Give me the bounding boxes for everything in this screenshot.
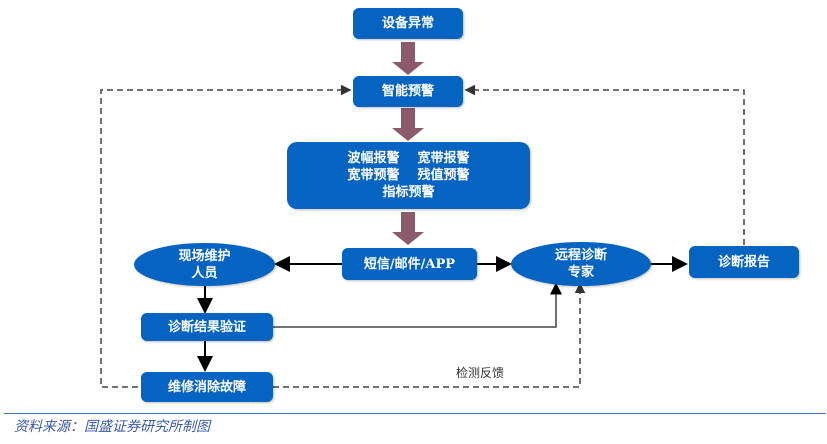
big-arrow-1 [392, 42, 424, 75]
arrow-feedback-to-remote [273, 282, 586, 388]
node-onsite-staff-line1: 现场维护 [178, 248, 231, 264]
node-notify: 短信/邮件/APP [342, 248, 477, 280]
node-smart-warning-label: 智能预警 [381, 84, 434, 99]
node-repair-fault: 维修消除故障 [141, 372, 273, 402]
loop-report-to-warning [464, 84, 745, 245]
source-divider [4, 413, 826, 414]
loop-repair-to-warning [100, 84, 352, 388]
source-note: 资料来源：国盛证券研究所制图 [14, 419, 210, 435]
node-remote-expert-line1: 远程诊断 [554, 248, 607, 263]
node-diagnosis-report-label: 诊断报告 [717, 254, 770, 270]
arrow-verify-to-remote [273, 282, 562, 328]
node-verify-result-label: 诊断结果验证 [167, 319, 246, 335]
node-smart-warning: 智能预警 [353, 76, 463, 107]
node-verify-result: 诊断结果验证 [141, 313, 273, 341]
big-arrow-3 [392, 212, 424, 245]
node-warning-types: 波幅报警 宽带报警 宽带预警 残值预警 指标预警 [287, 142, 530, 209]
node-notify-label: 短信/邮件/APP [363, 256, 456, 272]
warning-types-line1: 波幅报警 宽带报警 [347, 151, 470, 166]
big-arrow-2 [392, 108, 424, 141]
node-remote-expert: 远程诊断 专家 [511, 242, 651, 286]
node-onsite-staff-line2: 人员 [191, 265, 218, 281]
node-onsite-staff: 现场维护 人员 [134, 243, 275, 286]
node-device-abnormal: 设备异常 [353, 8, 463, 39]
node-repair-fault-label: 维修消除故障 [167, 379, 246, 395]
node-remote-expert-line2: 专家 [567, 265, 594, 280]
node-device-abnormal-label: 设备异常 [381, 16, 434, 31]
node-diagnosis-report: 诊断报告 [689, 246, 799, 278]
warning-types-line3: 指标预警 [382, 185, 435, 200]
warning-types-line2: 宽带预警 残值预警 [347, 168, 470, 183]
edge-label-feedback: 检测反馈 [456, 366, 505, 380]
